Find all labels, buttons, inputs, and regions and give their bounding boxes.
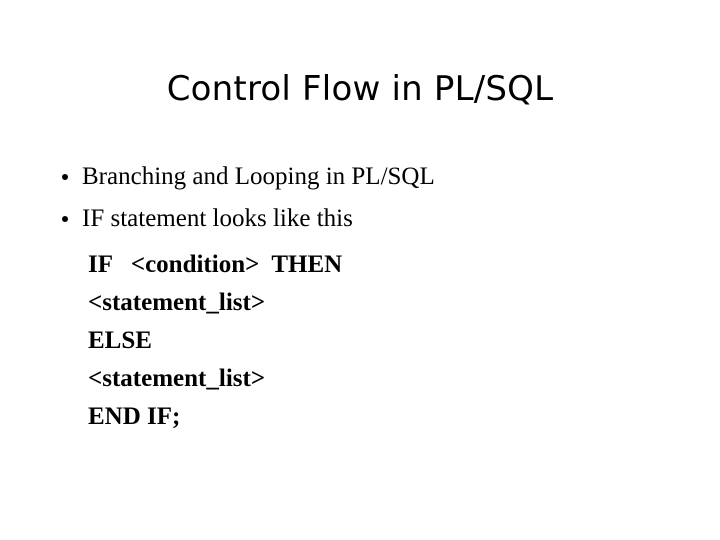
list-item-label: Branching and Looping in PL/SQL	[82, 163, 435, 190]
list-item: IF statement looks like this	[56, 204, 676, 234]
bullet-dot-icon	[56, 162, 82, 192]
list-item-label: IF statement looks like this	[82, 205, 353, 232]
code-line: IF <condition> THEN	[88, 251, 343, 278]
slide-body: Branching and Looping in PL/SQL IF state…	[56, 162, 676, 436]
code-line: <statement_list>	[88, 289, 266, 316]
bullet-dot-icon	[56, 204, 82, 234]
code-block: IF <condition> THEN <statement_list> ELS…	[88, 246, 676, 436]
code-line: END IF;	[88, 403, 181, 430]
page-title: Control Flow in PL/SQL	[166, 69, 554, 109]
code-line: ELSE	[88, 327, 152, 354]
code-line: <statement_list>	[88, 365, 266, 392]
list-item: Branching and Looping in PL/SQL	[56, 162, 676, 192]
